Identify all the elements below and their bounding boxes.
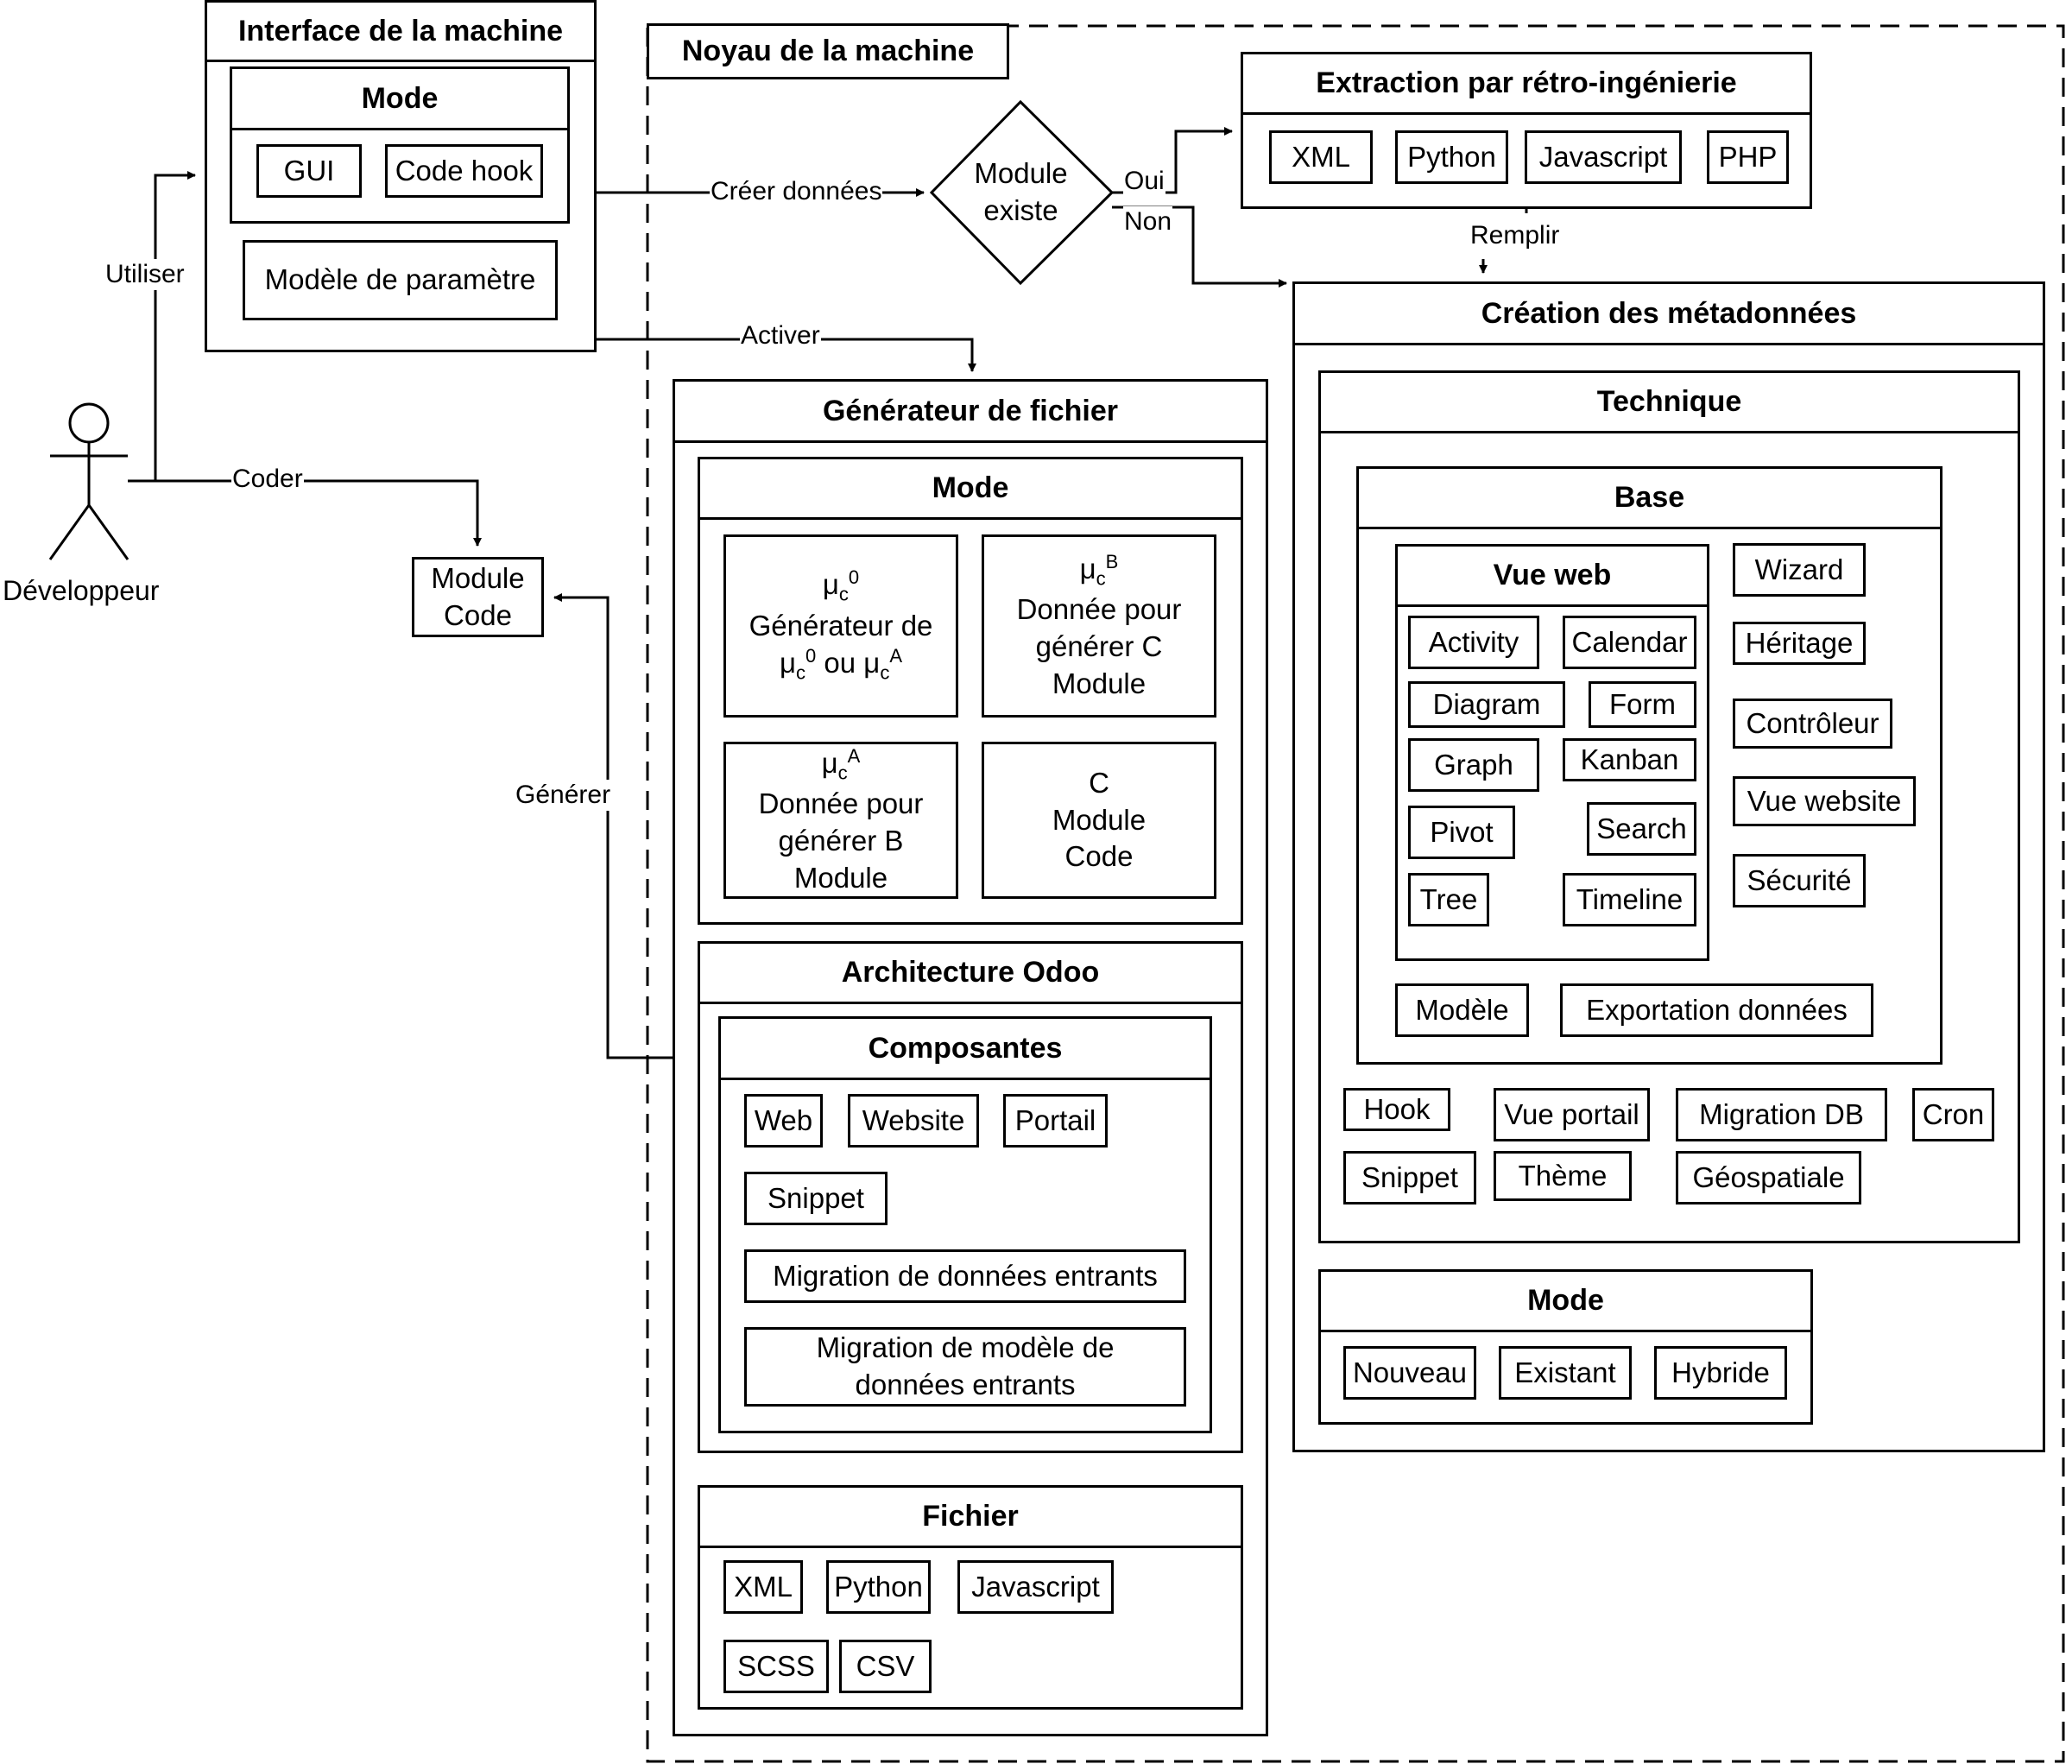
extra-migration-db: Migration DB <box>1676 1088 1887 1141</box>
extraction-title: Extraction par rétro-ingénierie <box>1243 54 1810 115</box>
metadata-mode-hybride: Hybride <box>1654 1346 1787 1400</box>
core-boundary <box>646 24 2065 1763</box>
extraction-javascript: Javascript <box>1525 130 1682 184</box>
edge-label-creer-donnees: Créer données <box>710 176 883 207</box>
mode-cell-mu-cB: μcB Donnée pour générer C Module <box>982 534 1216 718</box>
view-form: Form <box>1589 681 1696 728</box>
view-pivot: Pivot <box>1408 806 1515 859</box>
technique-title: Technique <box>1321 373 2018 433</box>
extraction-php: PHP <box>1707 130 1789 184</box>
view-graph: Graph <box>1408 738 1539 792</box>
param-model-box: Modèle de paramètre <box>243 240 558 320</box>
base-wizard: Wizard <box>1733 543 1866 597</box>
mode-cell-c: C Module Code <box>982 742 1216 899</box>
extra-hook: Hook <box>1343 1088 1450 1131</box>
file-csv: CSV <box>839 1640 932 1693</box>
webview-title: Vue web <box>1398 547 1707 607</box>
component-website: Website <box>848 1094 979 1148</box>
view-timeline: Timeline <box>1563 873 1696 926</box>
mode-cell-mu-c0: μc0 Générateur de μc0 ou μcA <box>723 534 958 718</box>
view-calendar: Calendar <box>1563 616 1696 669</box>
module-code-label: Module Code <box>431 561 525 631</box>
view-diagram: Diagram <box>1408 681 1565 728</box>
view-tree: Tree <box>1408 873 1489 926</box>
component-web: Web <box>744 1094 823 1148</box>
edge-utiliser <box>154 171 196 481</box>
file-xml: XML <box>723 1560 803 1614</box>
extra-snippet: Snippet <box>1343 1151 1476 1204</box>
module-code-box: Module Code <box>412 557 544 637</box>
extra-geospatiale: Géospatiale <box>1676 1151 1861 1204</box>
component-portail: Portail <box>1003 1094 1108 1148</box>
file-scss: SCSS <box>723 1640 829 1693</box>
components-title: Composantes <box>721 1019 1210 1080</box>
decision-label: Module existe <box>974 156 1068 226</box>
generator-title: Générateur de fichier <box>675 382 1266 443</box>
mode-gui: GUI <box>256 144 362 198</box>
base-exportation: Exportation données <box>1560 983 1873 1037</box>
base-controleur: Contrôleur <box>1733 699 1892 749</box>
edge-label-remplir: Remplir <box>1469 220 1561 251</box>
metadata-title: Création des métadonnées <box>1295 284 2043 345</box>
component-migration-donnees: Migration de données entrants <box>744 1249 1186 1303</box>
core-title: Noyau de la machine <box>647 23 1009 79</box>
component-migration-modele: Migration de modèle de données entrants <box>744 1327 1186 1407</box>
view-activity: Activity <box>1408 616 1539 669</box>
metadata-mode-title: Mode <box>1321 1272 1810 1332</box>
base-vue-website: Vue website <box>1733 776 1916 826</box>
extra-cron: Cron <box>1912 1088 1994 1141</box>
actor-label: Développeur <box>3 575 160 606</box>
component-snippet: Snippet <box>744 1172 888 1225</box>
view-search: Search <box>1587 802 1696 856</box>
edge-activer <box>596 338 976 372</box>
decision-diamond <box>929 99 1115 286</box>
developer-figure <box>48 402 130 560</box>
file-title: Fichier <box>700 1488 1241 1548</box>
extra-theme: Thème <box>1494 1151 1632 1201</box>
interface-title: Interface de la machine <box>207 3 594 62</box>
mode-cell-mu-cA: μcA Donnée pour générer B Module <box>723 742 958 899</box>
interface-mode-title: Mode <box>232 69 567 130</box>
mode-code-hook: Code hook <box>385 144 543 198</box>
edge-generer <box>553 593 673 1059</box>
edge-label-coder: Coder <box>231 464 304 495</box>
base-securite: Sécurité <box>1733 854 1866 907</box>
file-javascript: Javascript <box>957 1560 1114 1614</box>
base-title: Base <box>1359 469 1940 529</box>
metadata-mode-nouveau: Nouveau <box>1343 1346 1476 1400</box>
metadata-mode-existant: Existant <box>1499 1346 1632 1400</box>
view-kanban: Kanban <box>1563 738 1696 781</box>
base-modele: Modèle <box>1395 983 1529 1037</box>
extraction-python: Python <box>1395 130 1508 184</box>
file-python: Python <box>826 1560 931 1614</box>
edge-label-activer: Activer <box>740 320 821 351</box>
extra-vue-portail: Vue portail <box>1494 1088 1650 1141</box>
edge-label-non: Non <box>1123 206 1173 237</box>
extraction-xml: XML <box>1269 130 1373 184</box>
edge-label-oui: Oui <box>1123 166 1166 197</box>
base-heritage: Héritage <box>1733 622 1866 665</box>
generator-mode-title: Mode <box>700 459 1241 520</box>
edge-label-generer: Générer <box>515 780 612 811</box>
edge-label-utiliser: Utiliser <box>104 259 186 290</box>
architecture-title: Architecture Odoo <box>700 944 1241 1004</box>
